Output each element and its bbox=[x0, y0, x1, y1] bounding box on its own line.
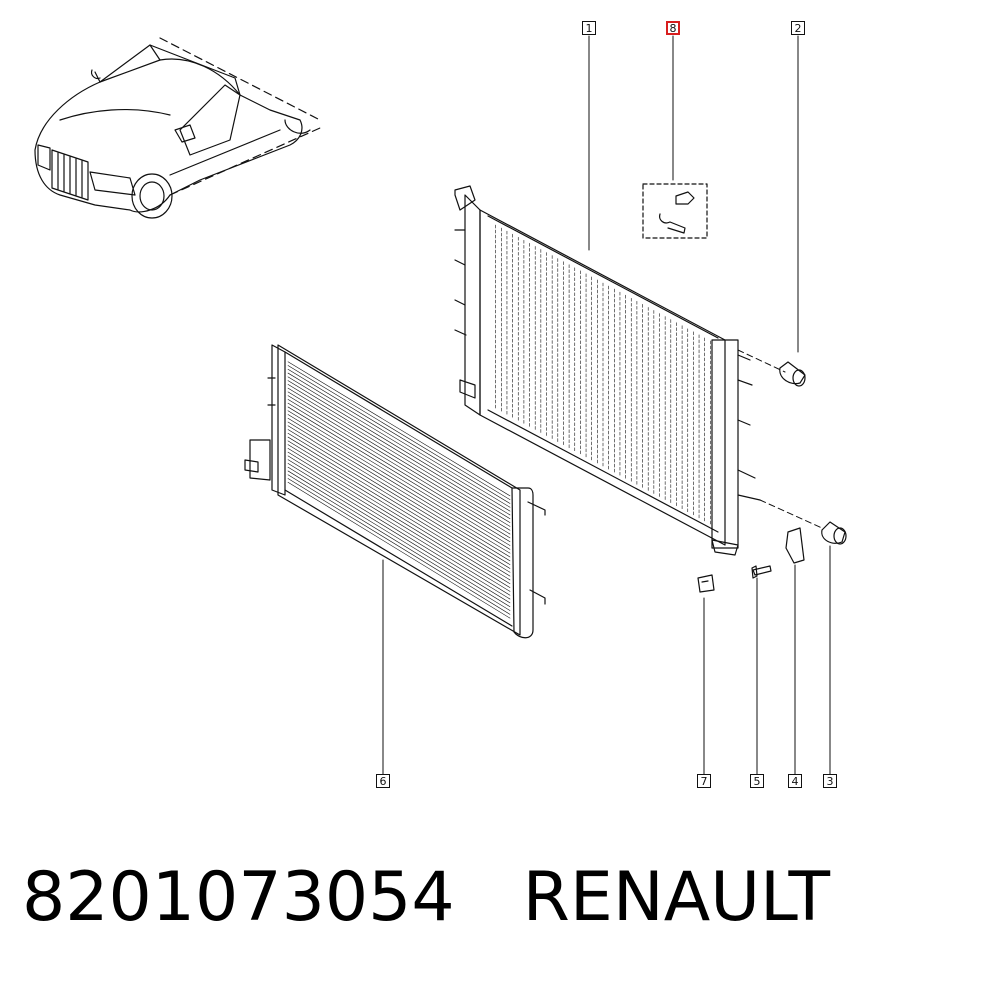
screw-part-5 bbox=[751, 565, 772, 579]
brand-name: RENAULT bbox=[522, 858, 831, 937]
callout-8-highlighted: 8 bbox=[666, 21, 680, 35]
rubber-mount-part-2 bbox=[779, 361, 806, 387]
callout-1: 1 bbox=[582, 21, 596, 35]
part-caption: 8201073054 RENAULT bbox=[22, 858, 830, 948]
condenser-core-fins bbox=[287, 361, 511, 619]
callout-6: 6 bbox=[376, 774, 390, 788]
bracket-part-4 bbox=[785, 527, 805, 564]
radiator-core-fins bbox=[495, 224, 711, 526]
callout-7: 7 bbox=[697, 774, 711, 788]
clip-part-7 bbox=[697, 574, 715, 593]
car-locator-illustration bbox=[34, 37, 321, 219]
callout-5: 5 bbox=[750, 774, 764, 788]
condenser-assembly bbox=[244, 344, 546, 639]
radiator-assembly bbox=[454, 185, 761, 556]
part-number: 8201073054 bbox=[22, 858, 455, 937]
callout-3: 3 bbox=[823, 774, 837, 788]
rubber-mount-part-3 bbox=[821, 521, 847, 545]
callout-2: 2 bbox=[791, 21, 805, 35]
callout-4: 4 bbox=[788, 774, 802, 788]
bolt-kit-part-8 bbox=[642, 183, 708, 239]
leader-lines bbox=[382, 35, 831, 776]
